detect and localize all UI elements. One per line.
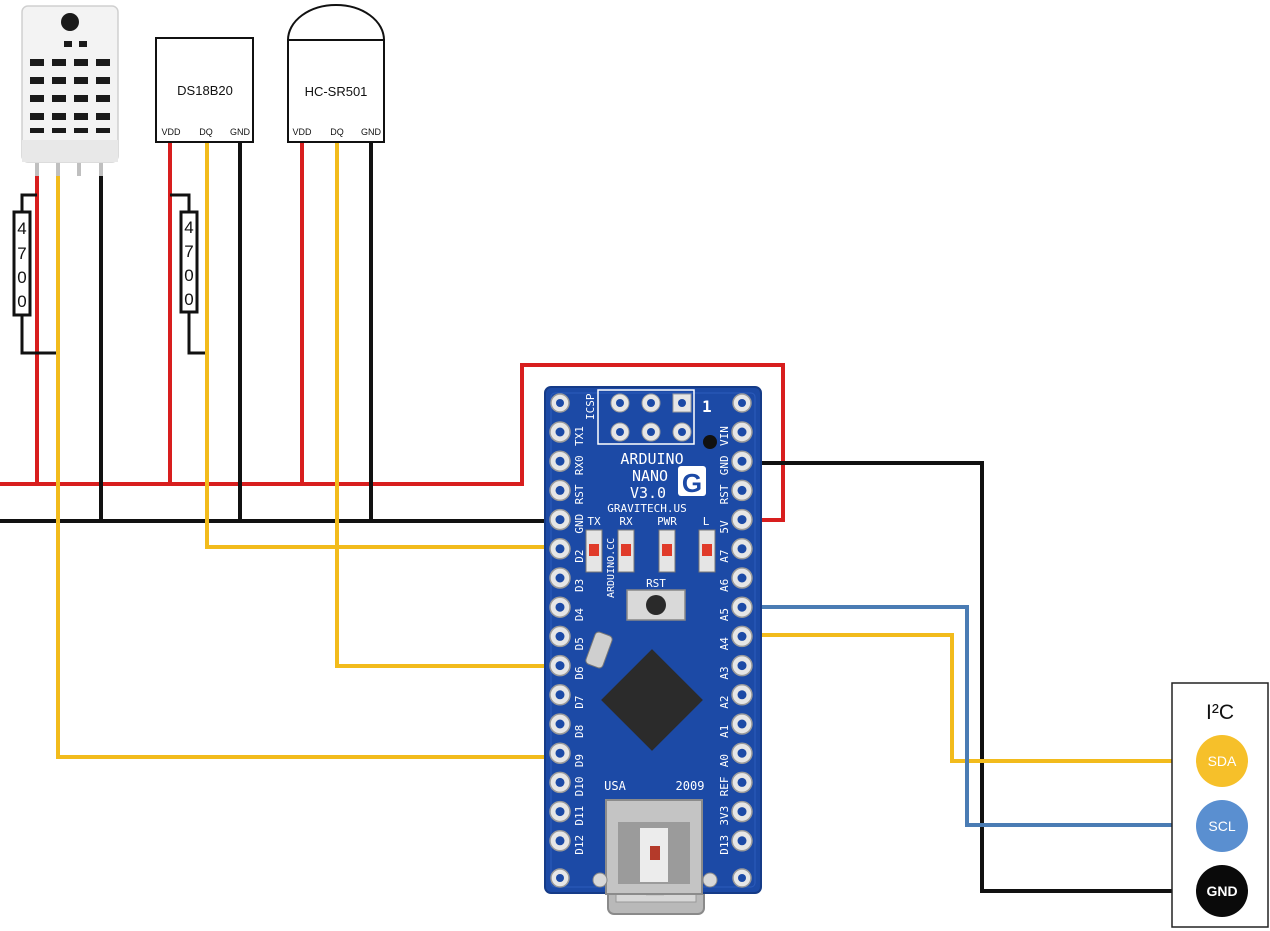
resistor-dht: 4 7 0 0: [12, 210, 32, 317]
pin-label: D5: [573, 637, 586, 650]
pin-label: 3V3: [718, 806, 731, 826]
pin-label: A7: [718, 550, 731, 563]
pin-label: GND: [573, 514, 586, 534]
i2c-connector: I²C SDA SCL GND: [1171, 682, 1269, 928]
board-name-line2: NANO: [632, 467, 668, 485]
pin-label: D8: [573, 725, 586, 738]
i2c-title: I²C: [1206, 701, 1234, 724]
pin-label: REF: [718, 777, 731, 797]
led-label-rx: RX: [619, 515, 633, 528]
scl-label: SCL: [1208, 818, 1235, 834]
pin-label: A4: [718, 637, 731, 651]
ds18b20-pin-vdd: VDD: [161, 127, 181, 137]
resistor-digit: 0: [17, 292, 26, 311]
board-version: V3.0: [630, 484, 666, 502]
resistor-digit: 7: [184, 242, 193, 261]
gnd-terminal[interactable]: [1196, 865, 1248, 917]
scl-terminal[interactable]: [1196, 800, 1248, 852]
ds18b20-pin-gnd: GND: [230, 127, 251, 137]
i2c-gnd-wire: [742, 461, 1198, 893]
resistor-digit: 0: [17, 268, 26, 287]
pin-label: 5V: [718, 520, 731, 534]
led-label-tx: TX: [587, 515, 601, 528]
hcsr501-pin-gnd: GND: [361, 127, 382, 137]
power-wires: [0, 142, 1198, 893]
pin-label: A5: [718, 608, 731, 621]
hcsr501-sensor: HC-SR501 VDD DQ GND: [287, 4, 385, 143]
ds18b20-pin-dq: DQ: [199, 127, 213, 137]
vendor-label: ARDUINO.CC: [606, 538, 617, 598]
resistor-digit: 4: [184, 218, 193, 237]
origin-label: USA: [604, 779, 626, 793]
resistor-wires: [20, 193, 207, 355]
pin-label: A0: [718, 754, 731, 767]
status-leds: TX RX PWR L: [585, 515, 716, 573]
board-website: GRAVITECH.US: [607, 502, 686, 515]
ds18b20-label: DS18B20: [177, 83, 233, 98]
vcc-bus-wire: [0, 363, 785, 522]
resistor-digit: 0: [184, 290, 193, 309]
icsp-label: ICSP: [584, 393, 597, 420]
pin-label: RX0: [573, 455, 586, 475]
dht-data-wire: [56, 163, 559, 759]
sda-wire: [742, 633, 1198, 763]
pin-label: D11: [573, 806, 586, 826]
data-wires: [56, 142, 1198, 827]
pin-label: D9: [573, 754, 586, 767]
pin-label: TX1: [573, 426, 586, 446]
pin-label: D10: [573, 777, 586, 797]
pin-label: D3: [573, 579, 586, 592]
pin-label: D12: [573, 835, 586, 855]
pin-label: D13: [718, 835, 731, 855]
pin-label: A6: [718, 579, 731, 592]
pin-label: RST: [573, 484, 586, 504]
led-label-l: L: [703, 515, 710, 528]
board-name-line1: ARDUINO: [620, 450, 683, 468]
gravitech-logo: G: [682, 468, 702, 498]
dht-vent-grille: [30, 41, 110, 133]
ds18b20-sensor: DS18B20 VDD DQ GND: [155, 37, 254, 143]
pin-label: RST: [718, 484, 731, 504]
pin-label: D2: [573, 550, 586, 563]
pin-label: D4: [573, 608, 586, 622]
scl-wire: [742, 605, 1198, 827]
pin-label: D6: [573, 666, 586, 679]
sda-label: SDA: [1208, 753, 1237, 769]
pin-label: VIN: [718, 426, 731, 446]
led-label-pwr: PWR: [657, 515, 677, 528]
pin-label: A3: [718, 666, 731, 679]
gnd-label: GND: [1206, 883, 1237, 899]
pin-label: A2: [718, 696, 731, 709]
icsp-header: [610, 393, 692, 442]
dht-sensor: [21, 5, 119, 163]
ds18b20-data-wire: [205, 142, 559, 549]
resistor-digit: 7: [17, 244, 26, 263]
resistor-digit: 4: [17, 219, 26, 238]
hcsr501-pin-dq: DQ: [330, 127, 344, 137]
dht-mount-hole: [61, 13, 79, 31]
pin-label: GND: [718, 455, 731, 475]
hcsr501-label: HC-SR501: [305, 84, 368, 99]
sda-terminal[interactable]: [1196, 735, 1248, 787]
hcsr501-data-wire: [335, 142, 559, 668]
hcsr501-pin-vdd: VDD: [292, 127, 312, 137]
arduino-nano-board: ICSP 1 ARDUINO NANO V3.0 G GRAVITECH.US …: [544, 386, 762, 915]
pin-label: A1: [718, 725, 731, 738]
year-label: 2009: [676, 779, 705, 793]
pin-label: D7: [573, 696, 586, 709]
pin1-marker: 1: [702, 397, 712, 416]
resistor-digit: 0: [184, 266, 193, 285]
reset-label: RST: [646, 577, 666, 590]
resistor-ds18b20: 4 7 0 0: [179, 210, 199, 314]
